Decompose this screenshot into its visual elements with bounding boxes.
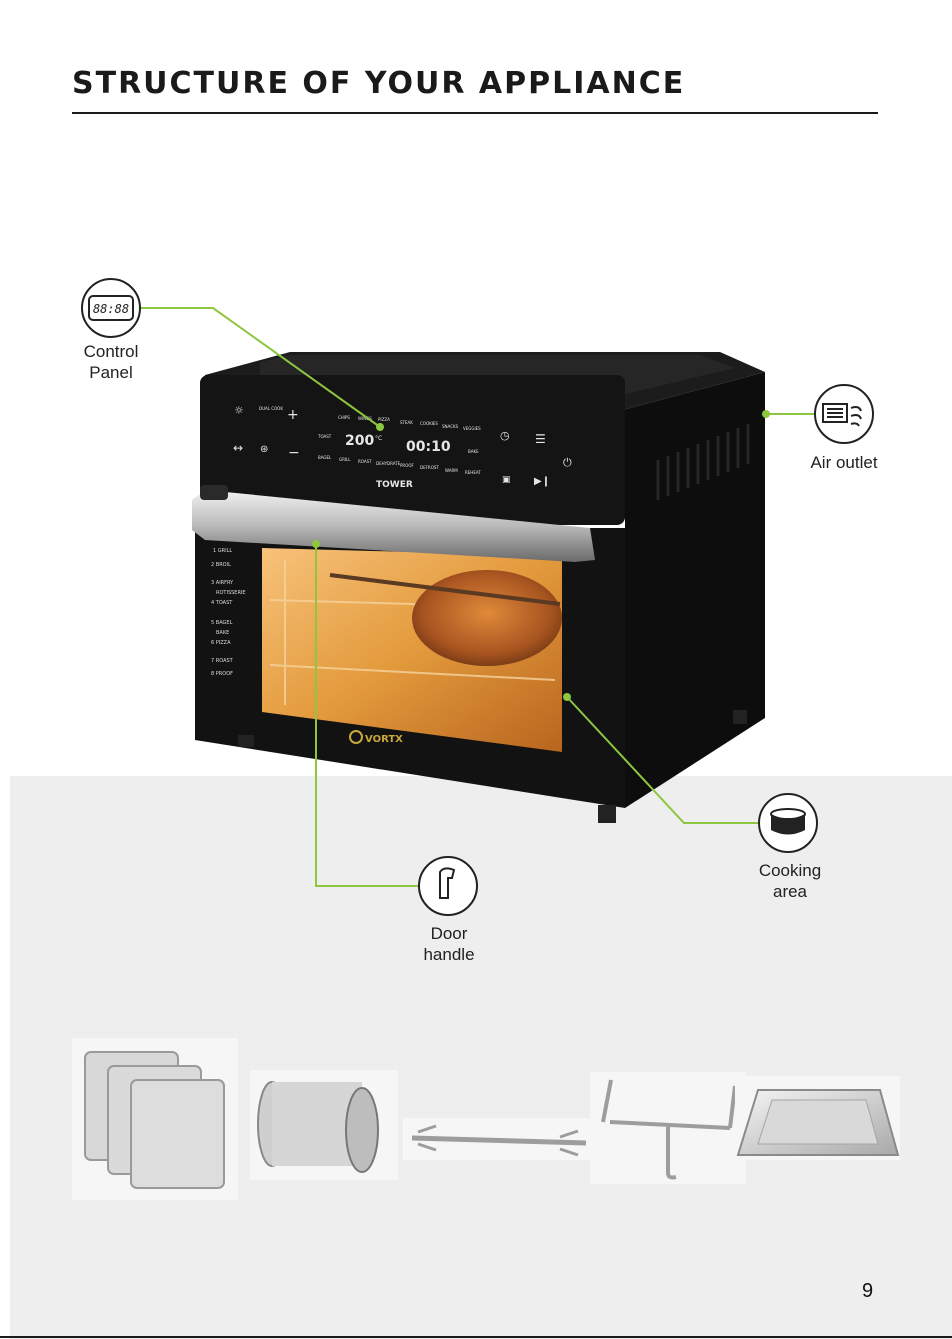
oven-side [615,372,765,808]
panel-label: BAKE [468,449,479,454]
panel-label: COOKIES [420,421,438,426]
callout-dot [312,540,320,548]
air-vent-icon [815,385,873,443]
callout-label-door-handle: Door handle [400,923,498,965]
handle-cap-left [200,485,228,500]
swap-icon: ↔ [233,441,243,455]
callout-dot [762,410,770,418]
panel-label: BAGEL [318,455,332,460]
callout-label-air-outlet: Air outlet [794,452,894,473]
roast-chicken [412,570,562,666]
panel-label: WARM [445,468,458,473]
accessory-rotisserie-handle [590,1072,746,1184]
display-temperature: 200 [345,433,374,449]
bottom-border [0,1336,952,1338]
panel-label: SNACKS [442,424,459,429]
shelf-guide-label: 4 TOAST [211,600,233,606]
timer-icon: ◷ [500,429,510,442]
panel-label: GRILL [339,457,351,462]
oven-foot-right [598,805,616,823]
plus-icon: + [287,407,299,423]
label-line: area [740,881,840,902]
cooking-pot-icon [759,794,817,852]
shelf-guide-label: 5 BAGEL [211,620,233,626]
power-icon: ⏻ [563,456,572,469]
label-line: Air outlet [794,452,894,473]
shelf-guide-label: 1 GRILL [213,548,232,554]
label-line: Door [400,923,498,944]
shelf-guide-label: 7 ROAST [211,658,234,664]
panel-label: ROAST [358,459,372,464]
oven-foot-left [238,735,254,747]
icon-screen-text: 88:88 [93,302,129,316]
panel-label: DEHYDRATE [376,461,401,466]
display-temperature-unit: °C [375,435,382,442]
callout-label-control-panel: Control Panel [66,341,156,383]
display-time: 00:10 [406,439,451,455]
minus-icon: − [288,445,300,461]
accessory-rotisserie-spit [403,1118,593,1160]
play-pause-icon: ▶❙ [534,476,550,487]
label-line: Panel [66,362,156,383]
panel-label: TOAST [317,434,332,439]
panel-label: DUAL COOK [259,406,283,411]
shelf-guide-label: ROTISSERIE [216,590,246,596]
panel-label: PROOF [400,463,414,468]
oven: 1 GRILL 2 BROIL 3 AIRFRY ROTISSERIE 4 TO… [192,352,765,823]
label-line: handle [400,944,498,965]
panel-label: REHEAT [465,470,481,475]
digital-display-icon: 88:88 [82,279,140,337]
shelf-guide-label: 3 AIRFRY [211,580,234,586]
panel-label: VEGGIES [463,426,481,431]
shelf-guide-label: 6 PIZZA [211,640,231,646]
label-line: Cooking [740,860,840,881]
callout-label-cooking-area: Cooking area [740,860,840,902]
shelf-guide-label: 8 PROOF [211,671,233,677]
callout-dot [376,423,384,431]
window-logo-text: VORTX [365,734,403,745]
light-icon: ☼ [234,404,244,417]
menu-icon: ☰ [535,432,546,446]
brand-logo: TOWER [376,480,413,490]
handle-icon [419,857,477,915]
accessory-air-fry-racks [72,1038,238,1200]
oven-foot-back [733,710,747,724]
label-line: Control [66,341,156,362]
panel-label: PIZZA [378,417,390,422]
rotisserie-icon: ▣ [502,475,511,485]
accessory-rotisserie-basket [250,1070,398,1180]
page-number: 9 [862,1280,873,1303]
accessory-baking-tray [735,1076,900,1160]
panel-label: STEAK [400,420,413,425]
panel-label: CHIPS [338,415,350,420]
callout-dot [563,693,571,701]
fan-icon: ⊛ [260,444,268,455]
panel-label: DEFROST [420,465,439,470]
shelf-guide-label: 2 BROIL [211,562,231,568]
shelf-guide-label: BAKE [216,630,229,636]
